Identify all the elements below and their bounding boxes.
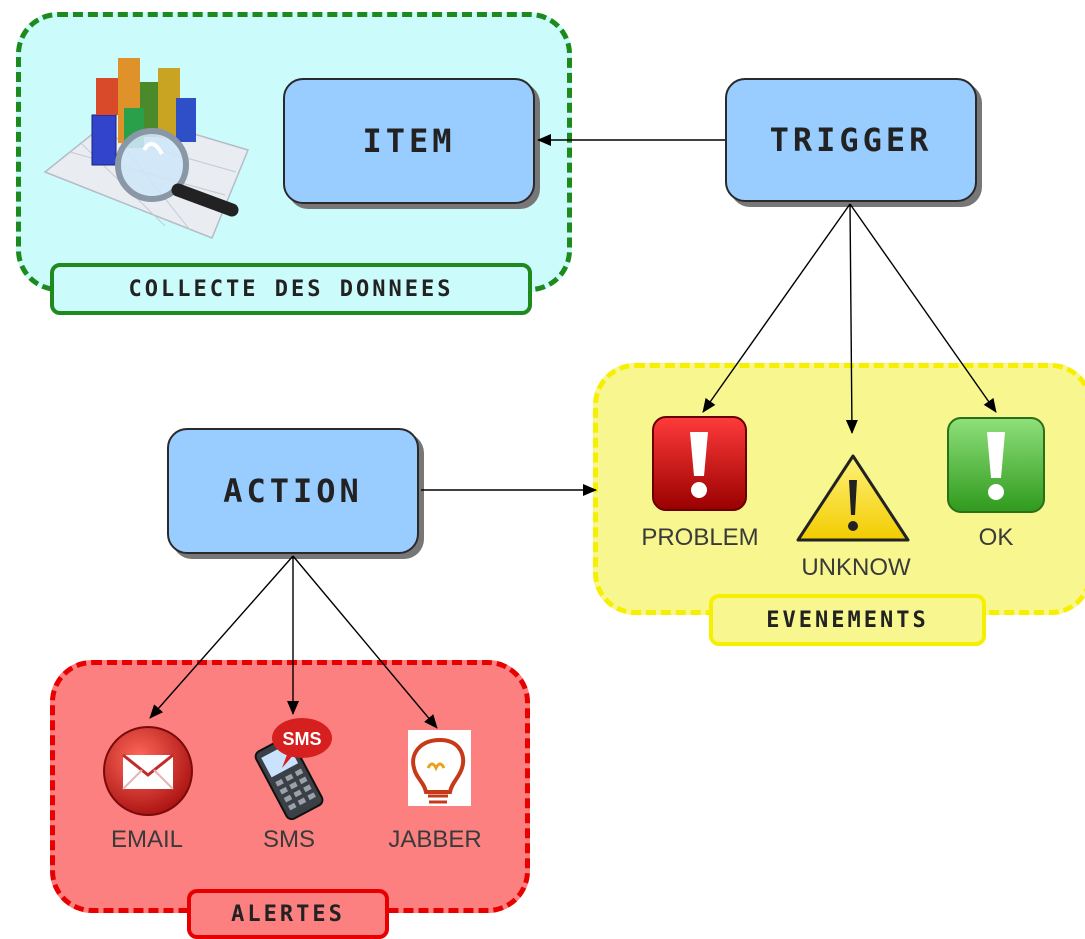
- email-envelope-icon: [103, 726, 193, 816]
- edge-trigger-problem: [702, 203, 851, 413]
- node-action[interactable]: ACTION: [167, 428, 419, 554]
- ok-exclamation-icon: [947, 417, 1045, 513]
- sms-phone-icon: SMS: [254, 718, 332, 821]
- alert-label-sms: SMS: [263, 826, 315, 853]
- edge-action-jabber: [292, 555, 438, 729]
- group-label-evenements: EVENEMENTS: [709, 594, 986, 646]
- alert-label-email: EMAIL: [111, 826, 183, 853]
- edge-trigger-unknow: [845, 203, 858, 434]
- group-label-alertes: ALERTES: [187, 889, 389, 939]
- edge-action-email: [149, 555, 294, 719]
- jabber-bulb-icon: [408, 730, 471, 806]
- edge-trigger-ok: [849, 203, 997, 413]
- chart-magnifier-icon: [43, 58, 250, 239]
- event-label-problem: PROBLEM: [641, 524, 758, 551]
- event-label-ok: OK: [979, 524, 1014, 551]
- node-item[interactable]: ITEM: [283, 78, 535, 204]
- sms-bubble-text: SMS: [282, 729, 321, 749]
- node-trigger[interactable]: TRIGGER: [725, 78, 977, 202]
- alert-label-jabber: JABBER: [388, 826, 481, 853]
- warning-triangle-icon: [796, 454, 910, 542]
- problem-exclamation-icon: [652, 416, 747, 511]
- group-label-collecte: COLLECTE DES DONNEES: [50, 263, 532, 315]
- event-label-unknow: UNKNOW: [801, 554, 911, 581]
